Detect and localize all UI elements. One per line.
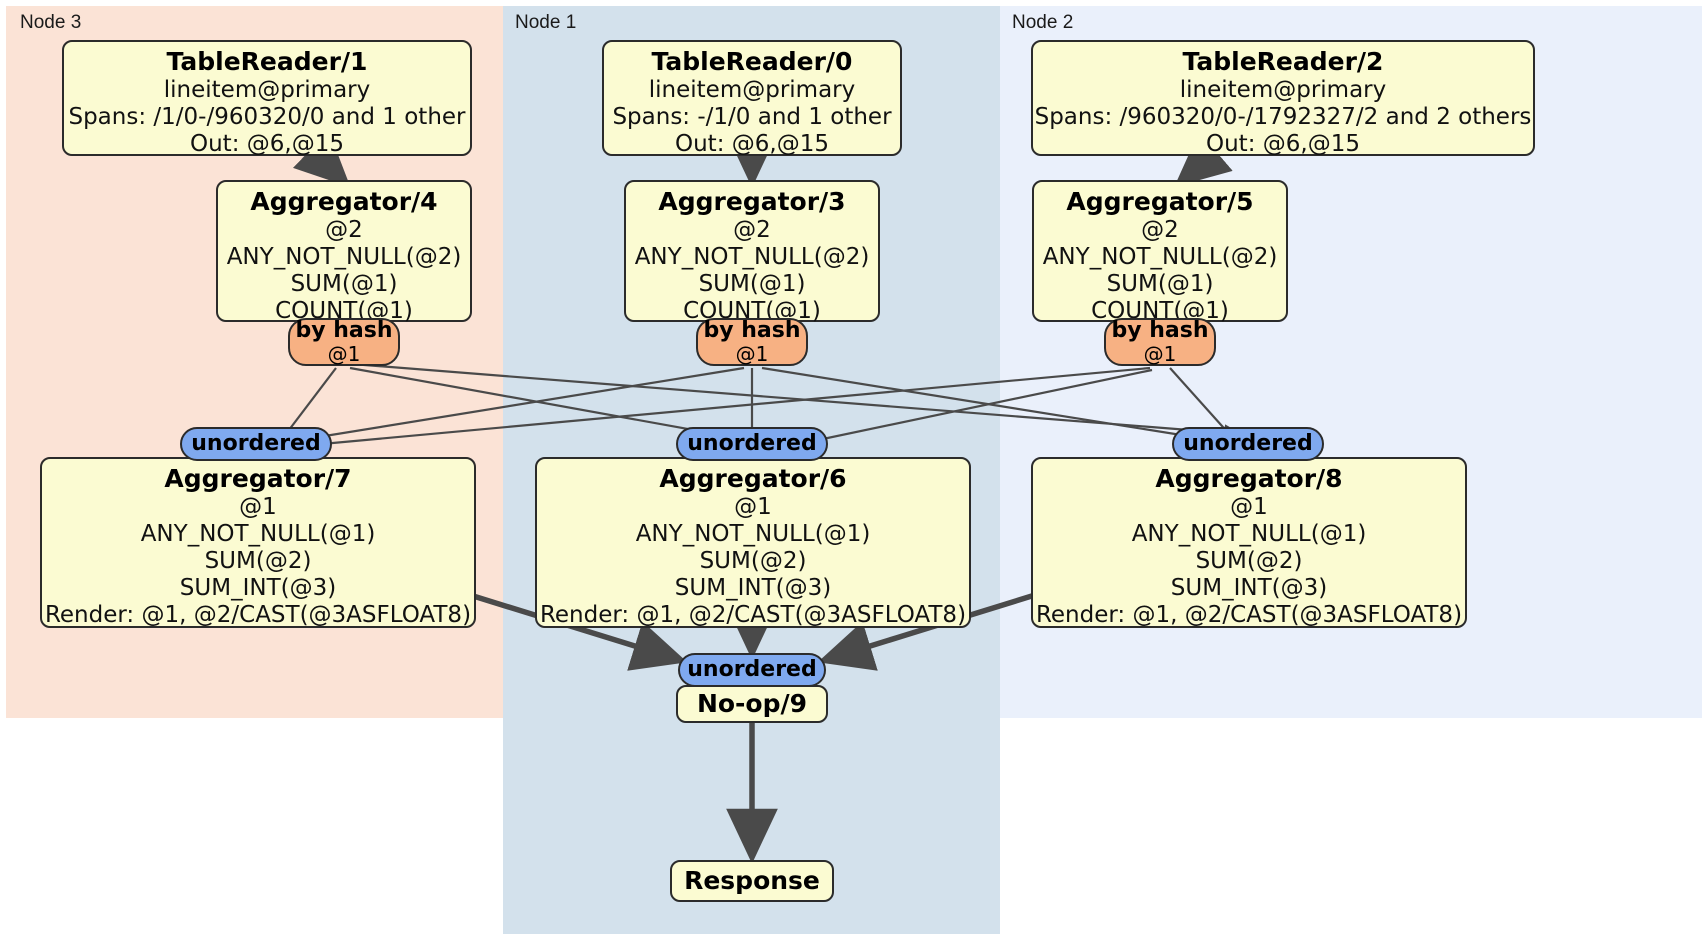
processor-aggregator-5[interactable]: Aggregator/5 @2 ANY_NOT_NULL(@2) SUM(@1)… — [1032, 180, 1288, 324]
processor-table-reader-0[interactable]: TableReader/0 lineitem@primary Spans: -/… — [602, 40, 902, 157]
processor-title: Aggregator/6 — [659, 464, 847, 493]
processor-detail: SUM_INT(@3) — [1170, 575, 1328, 601]
processor-title: TableReader/2 — [1182, 47, 1384, 76]
processor-detail: SUM(@1) — [290, 271, 398, 297]
router-by-hash-mid[interactable]: by hash @1 — [696, 318, 808, 366]
processor-detail: @1 — [1230, 494, 1268, 520]
processor-table-reader-2[interactable]: TableReader/2 lineitem@primary Spans: /9… — [1031, 40, 1535, 157]
synchronizer-label: unordered — [191, 431, 321, 456]
node-label-node1: Node 1 — [515, 12, 577, 33]
processor-detail: @2 — [733, 217, 771, 243]
processor-detail: Render: @1, @2/CAST(@3ASFLOAT8) — [539, 602, 967, 628]
processor-detail: SUM(@1) — [1106, 271, 1214, 297]
processor-detail: @2 — [325, 217, 363, 243]
router-by-hash-left[interactable]: by hash @1 — [288, 318, 400, 366]
node-label-node3: Node 3 — [20, 12, 82, 33]
synchronizer-label: unordered — [687, 657, 817, 682]
processor-title: TableReader/1 — [166, 47, 368, 76]
processor-title: Response — [684, 866, 820, 895]
router-label: by hash — [1111, 318, 1209, 343]
synchronizer-label: unordered — [687, 431, 817, 456]
processor-detail: SUM(@2) — [204, 548, 312, 574]
router-label: by hash — [703, 318, 801, 343]
synchronizer-unordered-mid[interactable]: unordered — [676, 427, 828, 461]
processor-detail: ANY_NOT_NULL(@1) — [1131, 521, 1367, 547]
processor-detail: SUM_INT(@3) — [179, 575, 337, 601]
processor-title: Aggregator/7 — [164, 464, 352, 493]
router-column: @1 — [327, 342, 361, 366]
processor-detail: Spans: -/1/0 and 1 other — [612, 104, 892, 130]
processor-noop-9[interactable]: No-op/9 — [676, 685, 828, 723]
processor-aggregator-6[interactable]: Aggregator/6 @1 ANY_NOT_NULL(@1) SUM(@2)… — [535, 457, 971, 628]
processor-detail: @2 — [1141, 217, 1179, 243]
processor-aggregator-8[interactable]: Aggregator/8 @1 ANY_NOT_NULL(@1) SUM(@2)… — [1031, 457, 1467, 628]
processor-aggregator-4[interactable]: Aggregator/4 @2 ANY_NOT_NULL(@2) SUM(@1)… — [216, 180, 472, 324]
processor-detail: lineitem@primary — [1179, 77, 1387, 103]
processor-detail: lineitem@primary — [648, 77, 856, 103]
processor-detail: ANY_NOT_NULL(@2) — [1042, 244, 1278, 270]
processor-detail: Out: @6,@15 — [190, 131, 344, 157]
router-by-hash-right[interactable]: by hash @1 — [1104, 318, 1216, 366]
processor-detail: @1 — [239, 494, 277, 520]
processor-detail: SUM(@2) — [1195, 548, 1303, 574]
processor-detail: @1 — [734, 494, 772, 520]
router-column: @1 — [1143, 342, 1177, 366]
processor-detail: ANY_NOT_NULL(@1) — [635, 521, 871, 547]
synchronizer-unordered-left[interactable]: unordered — [180, 427, 332, 461]
router-column: @1 — [735, 342, 769, 366]
processor-title: Aggregator/4 — [250, 187, 438, 216]
processor-detail: SUM_INT(@3) — [674, 575, 832, 601]
processor-detail: SUM(@2) — [699, 548, 807, 574]
processor-detail: ANY_NOT_NULL(@1) — [140, 521, 376, 547]
processor-response[interactable]: Response — [670, 860, 834, 902]
processor-detail: Spans: /1/0-/960320/0 and 1 other — [68, 104, 466, 130]
processor-detail: lineitem@primary — [163, 77, 371, 103]
processor-detail: Spans: /960320/0-/1792327/2 and 2 others — [1034, 104, 1532, 130]
processor-detail: SUM(@1) — [698, 271, 806, 297]
processor-title: TableReader/0 — [651, 47, 853, 76]
processor-aggregator-3[interactable]: Aggregator/3 @2 ANY_NOT_NULL(@2) SUM(@1)… — [624, 180, 880, 324]
processor-detail: ANY_NOT_NULL(@2) — [634, 244, 870, 270]
processor-title: Aggregator/3 — [658, 187, 846, 216]
processor-detail: Render: @1, @2/CAST(@3ASFLOAT8) — [1035, 602, 1463, 628]
node-label-node2: Node 2 — [1012, 12, 1074, 33]
router-label: by hash — [295, 318, 393, 343]
synchronizer-unordered-right[interactable]: unordered — [1172, 427, 1324, 461]
processor-aggregator-7[interactable]: Aggregator/7 @1 ANY_NOT_NULL(@1) SUM(@2)… — [40, 457, 476, 628]
processor-detail: Render: @1, @2/CAST(@3ASFLOAT8) — [44, 602, 472, 628]
processor-detail: Out: @6,@15 — [1206, 131, 1360, 157]
processor-title: Aggregator/8 — [1155, 464, 1343, 493]
processor-title: Aggregator/5 — [1066, 187, 1254, 216]
processor-table-reader-1[interactable]: TableReader/1 lineitem@primary Spans: /1… — [62, 40, 472, 157]
processor-detail: ANY_NOT_NULL(@2) — [226, 244, 462, 270]
processor-detail: Out: @6,@15 — [675, 131, 829, 157]
synchronizer-unordered-final[interactable]: unordered — [678, 653, 826, 687]
processor-title: No-op/9 — [696, 689, 808, 718]
synchronizer-label: unordered — [1183, 431, 1313, 456]
